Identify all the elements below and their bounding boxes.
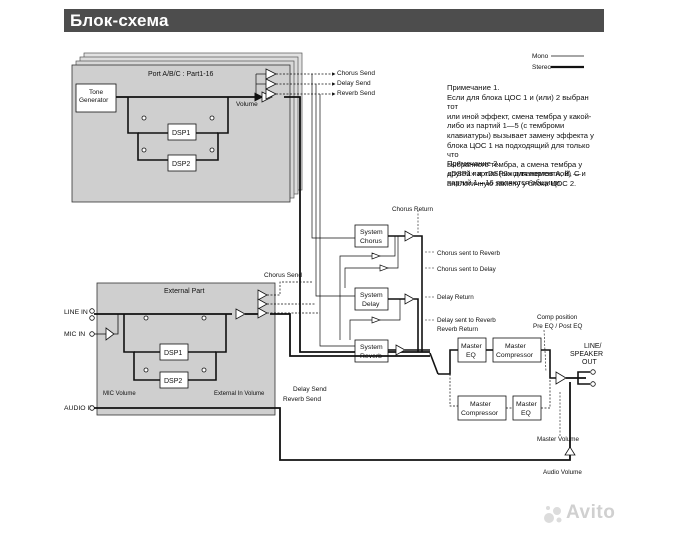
- legend-stereo-label: Stereo: [532, 64, 552, 71]
- legend-mono-label: Mono: [532, 53, 549, 60]
- note-1-line: клавиатуры) вызывает замену эффекта у: [447, 130, 594, 140]
- port-block-title: Port A/B/C : Part1-16: [148, 71, 213, 78]
- system-chorus-label-2: Chorus: [360, 238, 383, 245]
- reverb-return-label: Reverb Return: [437, 326, 478, 333]
- line-in-label: LINE IN: [64, 309, 88, 316]
- system-chorus-label-1: System: [360, 229, 383, 236]
- note-1-line: выбранного тембра, а смена тембра у: [447, 159, 583, 169]
- master-section: Master EQ Master Compressor Master Compr…: [429, 314, 603, 476]
- master-eq-box-bottom: [512, 395, 542, 421]
- external-part-title: External Part: [164, 288, 205, 295]
- port-dsp2-label: DSP2: [172, 161, 190, 168]
- note-2-line: партий 1—16 являются общими.: [447, 178, 562, 188]
- comp-position-label-2: Pre EQ / Post EQ: [533, 323, 582, 330]
- output-label-1: LINE/: [584, 343, 602, 350]
- master-eq-box-top: [457, 337, 487, 363]
- delay-return-label: Delay Return: [437, 294, 474, 301]
- master-compressor-bottom-label-1: Master: [470, 401, 492, 408]
- note-1-title: Примечание 1.: [447, 83, 500, 92]
- port-dsp2-box: [167, 154, 197, 172]
- tone-generator-box: [75, 83, 117, 113]
- audio-volume-amp: [564, 446, 576, 456]
- port-delay-send-label: Delay Send: [337, 80, 371, 87]
- master-eq-bottom-label-2: EQ: [521, 410, 531, 417]
- system-delay-label-2: Delay: [362, 301, 380, 308]
- watermark: Avito: [566, 502, 616, 523]
- port-volume-label: Volume: [236, 101, 258, 108]
- mic-volume-label: MIC Volume: [103, 391, 136, 397]
- system-delay-label-1: System: [360, 292, 383, 299]
- port-sends: Chorus Send Delay Send Reverb Send: [276, 70, 430, 353]
- comp-position-label-1: Comp position: [537, 314, 578, 321]
- legend: Mono Stereo: [532, 53, 584, 71]
- note-1: Примечание 1. Если для блока ЦОС 1 и (ил…: [447, 83, 597, 189]
- line-in-jack-2: [89, 315, 95, 321]
- output-label-3: OUT: [582, 359, 598, 366]
- master-compressor-top-label-1: Master: [505, 343, 527, 350]
- note-1-line: или иной эффект, смена тембра у какой-: [447, 111, 592, 121]
- master-eq-top-label-1: Master: [461, 343, 483, 350]
- master-compressor-box-top: [492, 337, 542, 363]
- external-in-volume-label: External In Volume: [214, 391, 265, 397]
- audio-in-jack: [89, 405, 95, 411]
- system-reverb-label-1: System: [360, 344, 383, 351]
- header-bar: [64, 9, 604, 32]
- mic-in-label: MIC IN: [64, 331, 85, 338]
- delay-to-reverb-label: Delay sent to Reverb: [437, 317, 496, 324]
- note-2-line: «DSP1» и «DSP2» для портов A, B, C и: [447, 168, 586, 178]
- line-out-jack-l: [590, 369, 596, 375]
- ext-dsp1-box: [159, 343, 189, 361]
- note-1-line: блока ЦОС 1 на подходящий для только что: [447, 140, 590, 160]
- audio-in-label: AUDIO IN: [64, 405, 94, 412]
- external-part: External Part LINE IN MIC IN AUDIO IN DS…: [64, 272, 571, 461]
- ext-dsp1-label: DSP1: [164, 350, 182, 357]
- note-1-line: либо из партий 1—5 (с темброми: [447, 121, 565, 131]
- note-1-line: Если для блока ЦОС 1 и (или) 2 выбран то…: [447, 92, 589, 112]
- ext-reverb-send-label: Reverb Send: [283, 396, 321, 403]
- page-title: Блок-схема: [70, 11, 169, 30]
- tone-generator-label-1: Tone: [89, 89, 103, 96]
- avito-logo-icon: [544, 506, 562, 523]
- chorus-to-delay-label: Chorus sent to Delay: [437, 266, 497, 273]
- note-1-line: аналогичную замену у блока ЦОС 2.: [447, 178, 577, 188]
- master-eq-bottom-label-1: Master: [516, 401, 538, 408]
- note-1-line: другой партии (аккомпанементной) —: [447, 169, 581, 179]
- line-out-jack-r: [590, 381, 596, 387]
- note-2-title: Примечание 2.: [447, 159, 500, 168]
- port-dsp1-label: DSP1: [172, 130, 190, 137]
- line-in-jack: [89, 308, 95, 314]
- output-label-2: SPEAKER: [570, 351, 603, 358]
- master-eq-top-label-2: EQ: [466, 352, 476, 359]
- mic-in-jack: [89, 331, 95, 337]
- port-chorus-send-label: Chorus Send: [337, 70, 375, 77]
- audio-volume-label: Audio Volume: [543, 469, 582, 476]
- chorus-to-reverb-label: Chorus sent to Reverb: [437, 250, 500, 257]
- tone-generator-label-2: Generator: [79, 97, 109, 104]
- port-reverb-send-label: Reverb Send: [337, 90, 375, 97]
- ext-dsp2-label: DSP2: [164, 378, 182, 385]
- master-volume-label: Master Volume: [537, 436, 579, 443]
- master-compressor-top-label-2: Compressor: [496, 352, 534, 359]
- master-compressor-bottom-label-2: Compressor: [461, 410, 499, 417]
- master-volume-amp: [555, 371, 567, 385]
- ext-delay-send-label: Delay Send: [293, 386, 327, 393]
- ext-chorus-send-label: Chorus Send: [264, 272, 302, 279]
- port-block: Port A/B/C : Part1-16 Tone Generator DSP…: [71, 52, 303, 203]
- port-dsp1-box: [167, 123, 197, 141]
- ext-dsp2-box: [159, 371, 189, 389]
- note-2: Примечание 2. «DSP1» и «DSP2» для портов…: [447, 159, 597, 188]
- chorus-return-label: Chorus Return: [392, 206, 433, 213]
